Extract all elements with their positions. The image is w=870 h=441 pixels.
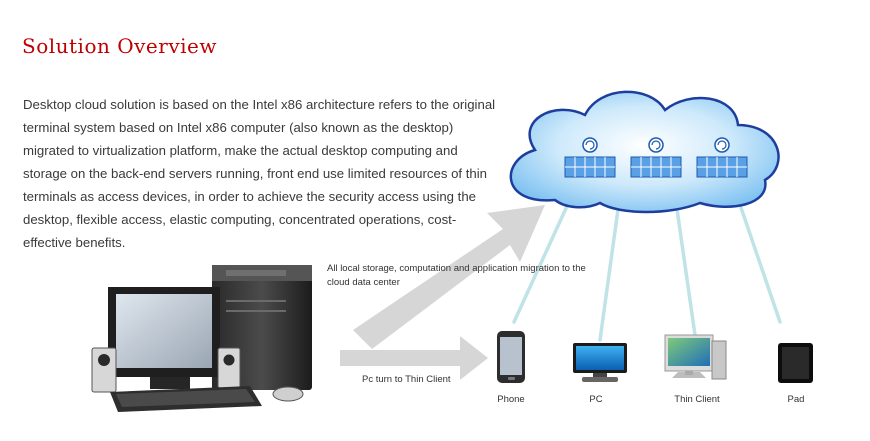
thin-client-arrow-icon xyxy=(340,336,488,380)
thin-client-arrow-label: Pc turn to Thin Client xyxy=(362,374,451,385)
server-cluster-2-icon xyxy=(630,137,682,178)
link-phone xyxy=(512,191,575,324)
device-label-phone: Phone xyxy=(497,394,525,405)
thin-client-icon xyxy=(664,334,727,380)
description-paragraph: Desktop cloud solution is based on the I… xyxy=(23,97,496,250)
monitor-icon xyxy=(573,343,627,382)
cloud-links xyxy=(512,188,782,342)
device-label-thin-client: Thin Client xyxy=(674,394,720,405)
link-pc xyxy=(598,193,622,342)
device-label-pad: Pad xyxy=(787,394,805,405)
migration-arrow-icon xyxy=(353,205,545,349)
migration-label: All local storage, computation and appli… xyxy=(327,263,586,288)
desktop-computer-icon xyxy=(91,265,312,412)
cloud-icon xyxy=(509,90,780,214)
server-cluster-3-icon xyxy=(696,137,748,178)
phone-icon xyxy=(497,331,525,383)
device-label-pc: PC xyxy=(589,394,603,405)
server-cluster-1-icon xyxy=(564,137,616,178)
link-thin-client xyxy=(673,193,697,337)
tablet-icon xyxy=(778,343,813,383)
page-title: Solution Overview xyxy=(22,34,217,58)
link-pad xyxy=(733,188,782,324)
